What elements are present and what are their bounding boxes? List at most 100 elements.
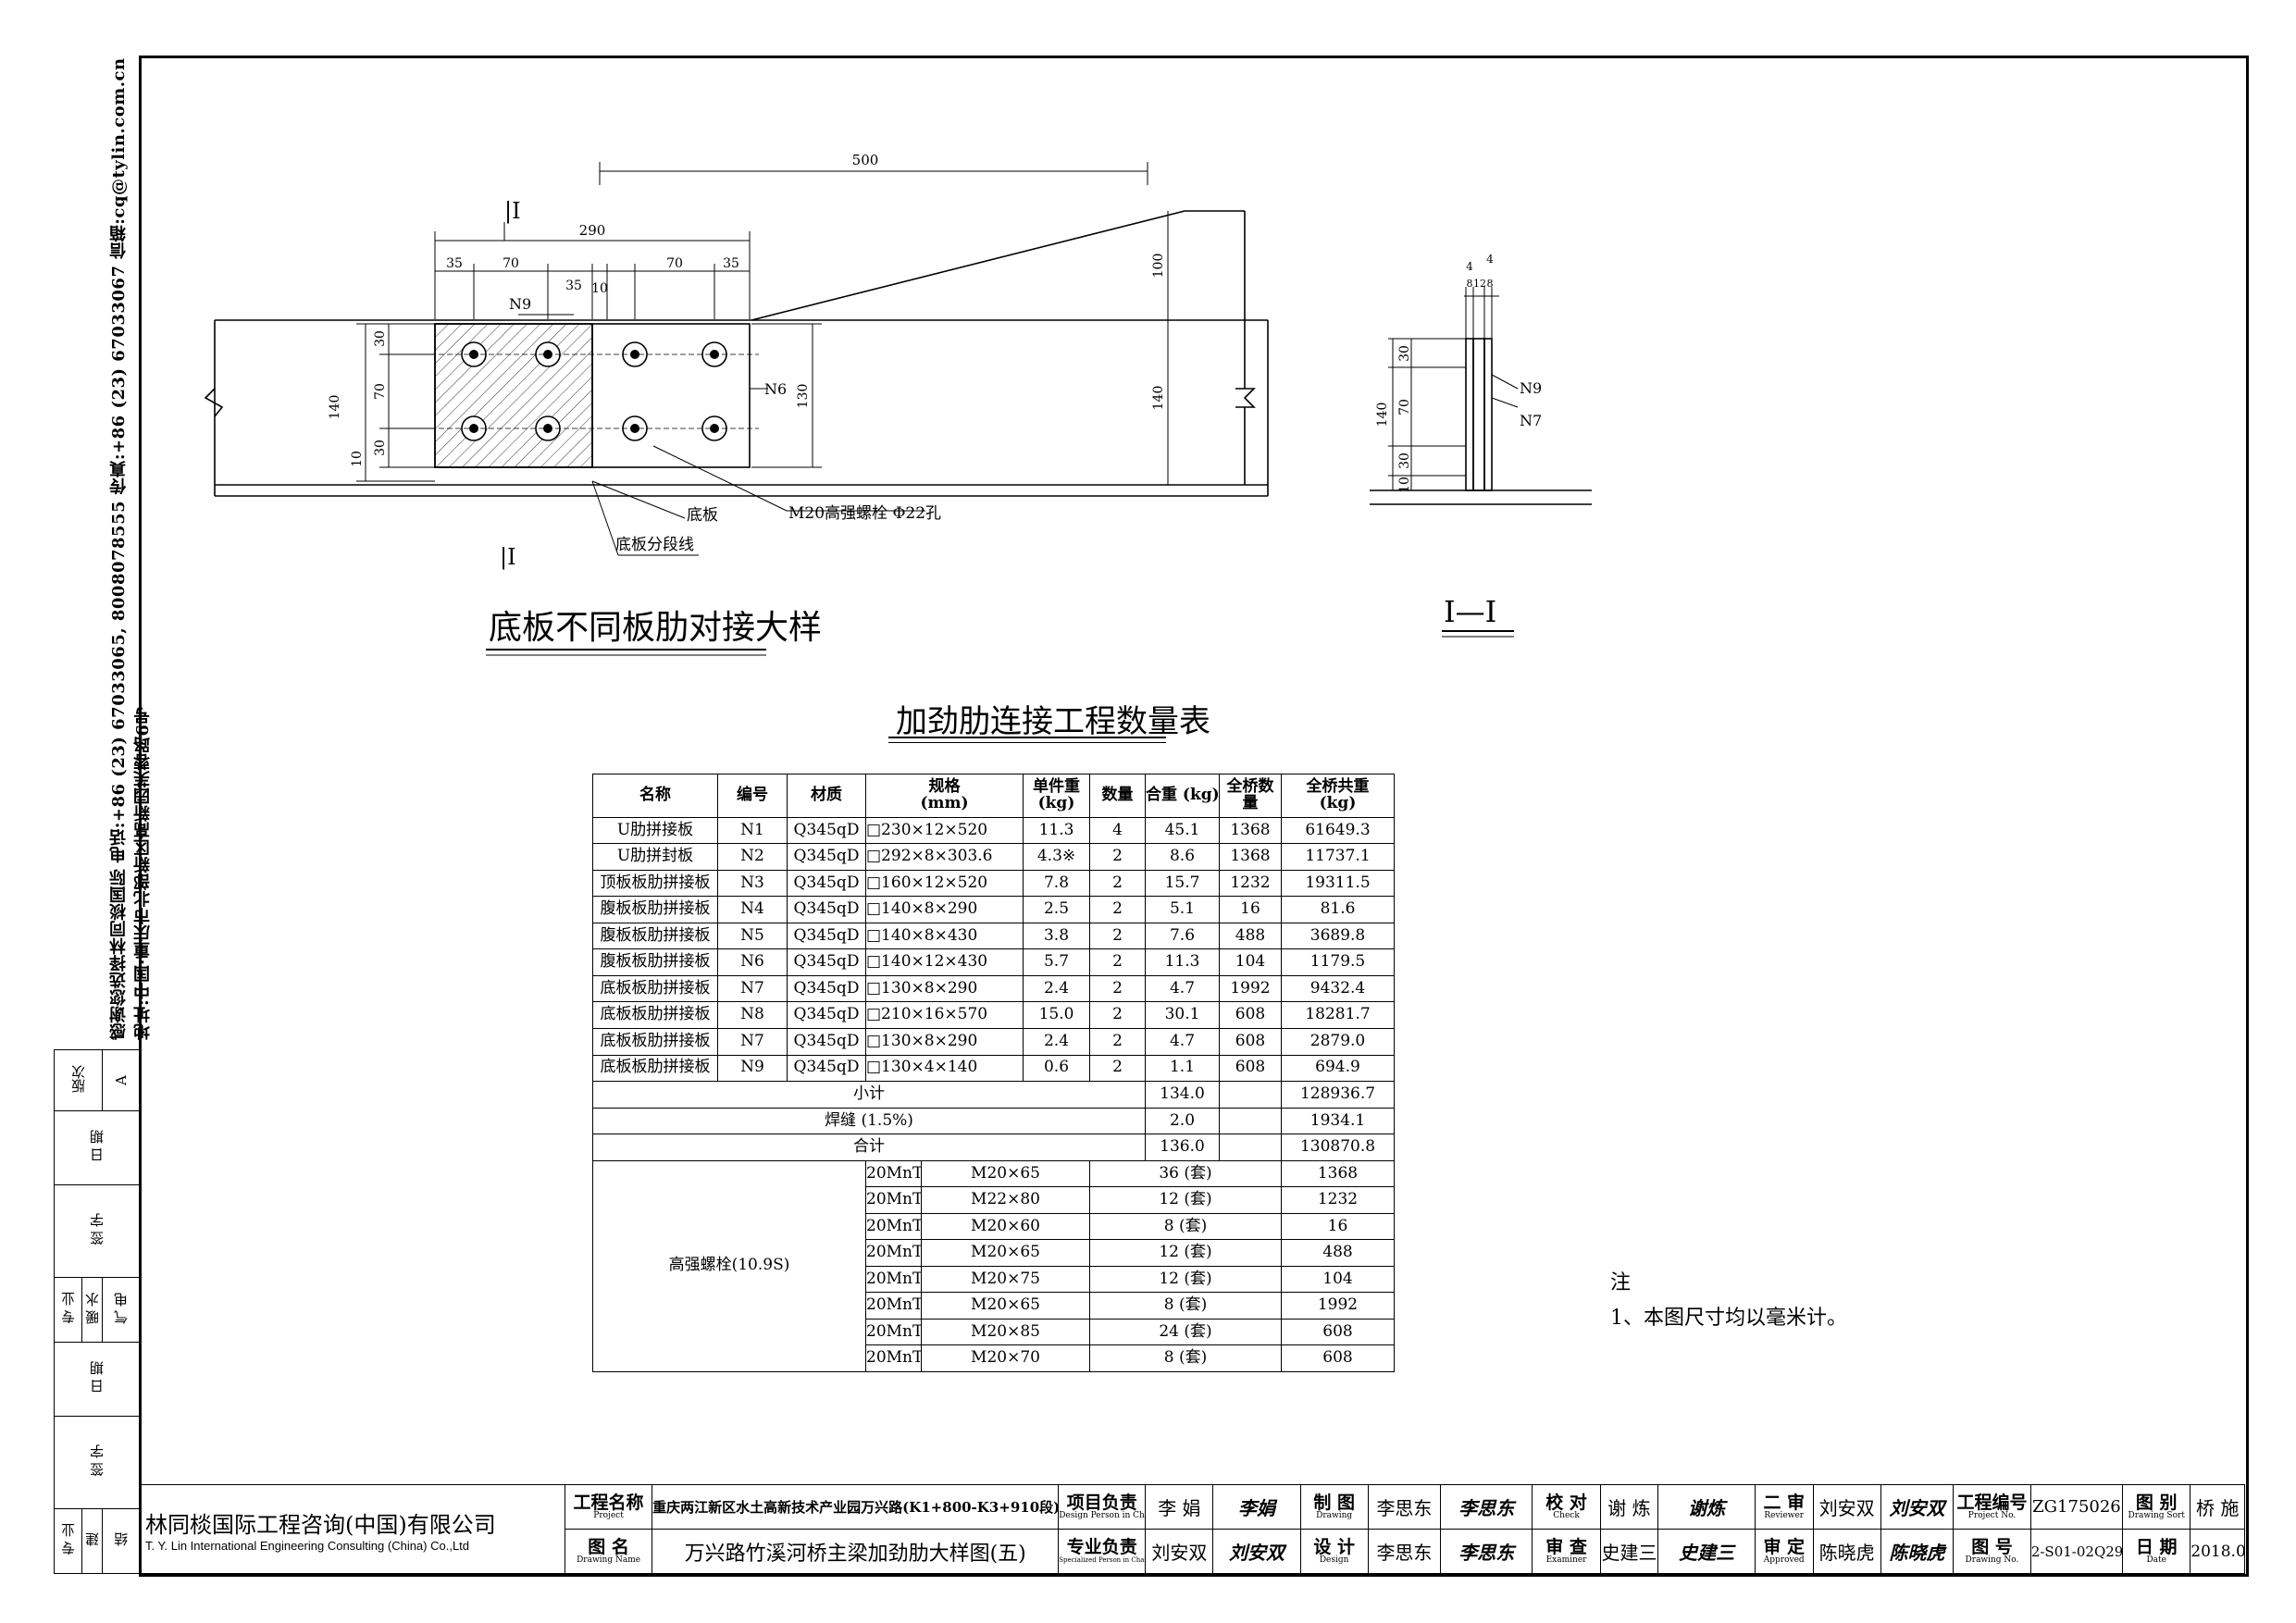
approve-label: 审 定 [1763,1537,1806,1557]
label-segment-line: 底板分段线 [615,536,694,554]
bolt-material: 20MnTiB [865,1239,922,1267]
cell-spec: □130×8×290 [865,974,1024,1003]
cell-qty: 2 [1089,922,1146,950]
exam: 史建三 [1599,1529,1659,1574]
strip-date-2: 日 期 [89,1361,105,1394]
cell-code: N1 [717,816,788,845]
drawing-by-signature: 李思东 [1440,1484,1533,1530]
cell-material: Q345qD [787,1027,866,1056]
bolt-spec: M20×70 [921,1344,1090,1372]
drawing-sort: 桥 施 [2190,1484,2245,1530]
spec-person: 刘安双 [1145,1529,1214,1574]
bolt-qty: 8 (套) [1089,1292,1282,1319]
summary-label: 小计 [592,1081,1146,1109]
strip-trade-struct: 结 [113,1532,130,1546]
cell-bridge-weight: 81.6 [1281,896,1395,923]
strip-version: A [112,1074,130,1085]
cell-bridge-qty: 1368 [1219,816,1282,845]
check-label-en: Check [1553,1511,1580,1520]
summary-weight: 136.0 [1145,1134,1220,1161]
sec-dim-e: 8 [1487,278,1494,290]
cell-code: N4 [717,896,788,923]
drawno-label: 图 号 [1971,1537,2013,1557]
cell-unit-weight: 15.0 [1023,1001,1090,1029]
cell-total-weight: 11.3 [1145,948,1220,976]
cell-total-weight: 7.6 [1145,922,1220,950]
design-by: 李思东 [1367,1529,1442,1574]
cell-qty: 2 [1089,948,1146,976]
cell-unit-weight: 4.3※ [1023,843,1090,871]
spec-person-label-en: Specialized Person in Charge [1059,1556,1145,1564]
cell-name: U肋拼接板 [592,816,718,845]
approve-label-en: Approved [1763,1555,1805,1565]
review-label-en: Reviewer [1764,1511,1805,1520]
cell-material: Q345qD [787,843,866,871]
cell-unit-weight: 5.7 [1023,948,1090,976]
bolt-spec: M20×60 [921,1212,1090,1241]
section-drawing: 4 4 8 12 8 140 30 70 30 10 N9 N7 I—I [1370,253,1592,638]
cell-code: N5 [717,922,788,950]
dim-10: 10 [591,281,608,296]
cell-bridge-weight: 1179.5 [1281,948,1395,976]
dim-35b: 35 [565,279,582,293]
project-label: 工程名称 [573,1493,644,1513]
summary-row: 焊缝 (1.5%) 2.0 1934.1 [592,1107,1395,1135]
bolt-material: 20MnTiB [865,1318,922,1346]
label-bolt: M20高强螺栓 Φ22孔 [788,504,941,523]
cell-qty: 2 [1089,896,1146,923]
cell-qty: 2 [1089,869,1146,898]
cell-bridge-qty: 608 [1219,1027,1282,1056]
cell-bridge-weight: 61649.3 [1281,816,1395,845]
sec-dim-c: 8 [1467,278,1473,290]
review: 刘安双 [1812,1484,1881,1530]
cell-bridge-weight: 3689.8 [1281,922,1395,950]
bolt-group-label: 高强螺栓(10.9S) [592,1159,866,1373]
cell-unit-weight: 2.4 [1023,1027,1090,1056]
cell-bridge-qty: 1992 [1219,974,1282,1003]
design-by-signature: 李思东 [1440,1529,1533,1574]
sec-dim-30b: 30 [1397,452,1412,469]
header-bridge-weight: 全桥共重 (kg) [1281,774,1395,818]
design-person-signature: 李娟 [1212,1484,1301,1530]
cell-bridge-weight: 19311.5 [1281,869,1395,898]
bolt-material: 20MnTiB [865,1292,922,1319]
dim-35c: 35 [723,256,739,271]
cell-total-weight: 30.1 [1145,1001,1220,1029]
bolt-spec: M20×65 [921,1239,1090,1267]
bolt-material: 20MnTiB [865,1344,922,1372]
bolt-qty: 12 (套) [1089,1265,1282,1294]
approve-signature: 陈晓虎 [1880,1529,1955,1574]
dim-70b: 70 [666,256,683,271]
drawing-label-en: Drawing Name [577,1555,641,1565]
bolt-qty: 12 (套) [1089,1239,1282,1267]
dim-left-70: 70 [373,383,388,400]
strip-sign: 签 字 [89,1213,105,1245]
label-bottom-plate: 底板 [687,506,718,525]
cell-name: U肋拼封板 [592,843,718,871]
cell-code: N2 [717,843,788,871]
cell-total-weight: 4.7 [1145,974,1220,1003]
quantity-table: 名称 编号 材质 规格 (mm) 单件重 (kg) 数量 合重 (kg) 全桥数… [592,774,1395,1373]
cell-spec: □160×12×520 [865,869,1024,898]
cell-material: Q345qD [787,974,866,1003]
bolt-material: 20MnTiB [865,1212,922,1241]
cell-name: 底板板肋拼接板 [592,1054,718,1083]
project-label-en: Project [593,1511,624,1520]
sort-label: 图 别 [2135,1493,2178,1513]
summary-bridge-weight: 1934.1 [1281,1107,1395,1135]
date-label: 日 期 [2135,1537,2178,1557]
cell-unit-weight: 2.5 [1023,896,1090,923]
drawing-by-label-en: Drawing [1316,1511,1353,1520]
sort-label-en: Drawing Sort [2128,1511,2185,1520]
cell-qty: 4 [1089,816,1146,845]
summary-label: 焊缝 (1.5%) [592,1107,1146,1135]
detail-drawing: 500 290 35 70 35 10 70 35 |I |I 140 30 7… [204,152,1269,656]
cell-spec: □130×8×290 [865,1027,1024,1056]
dim-left-30b: 30 [373,440,388,456]
dim-right-100: 100 [1151,254,1166,279]
strip-trade-water: 水 [84,1292,101,1307]
